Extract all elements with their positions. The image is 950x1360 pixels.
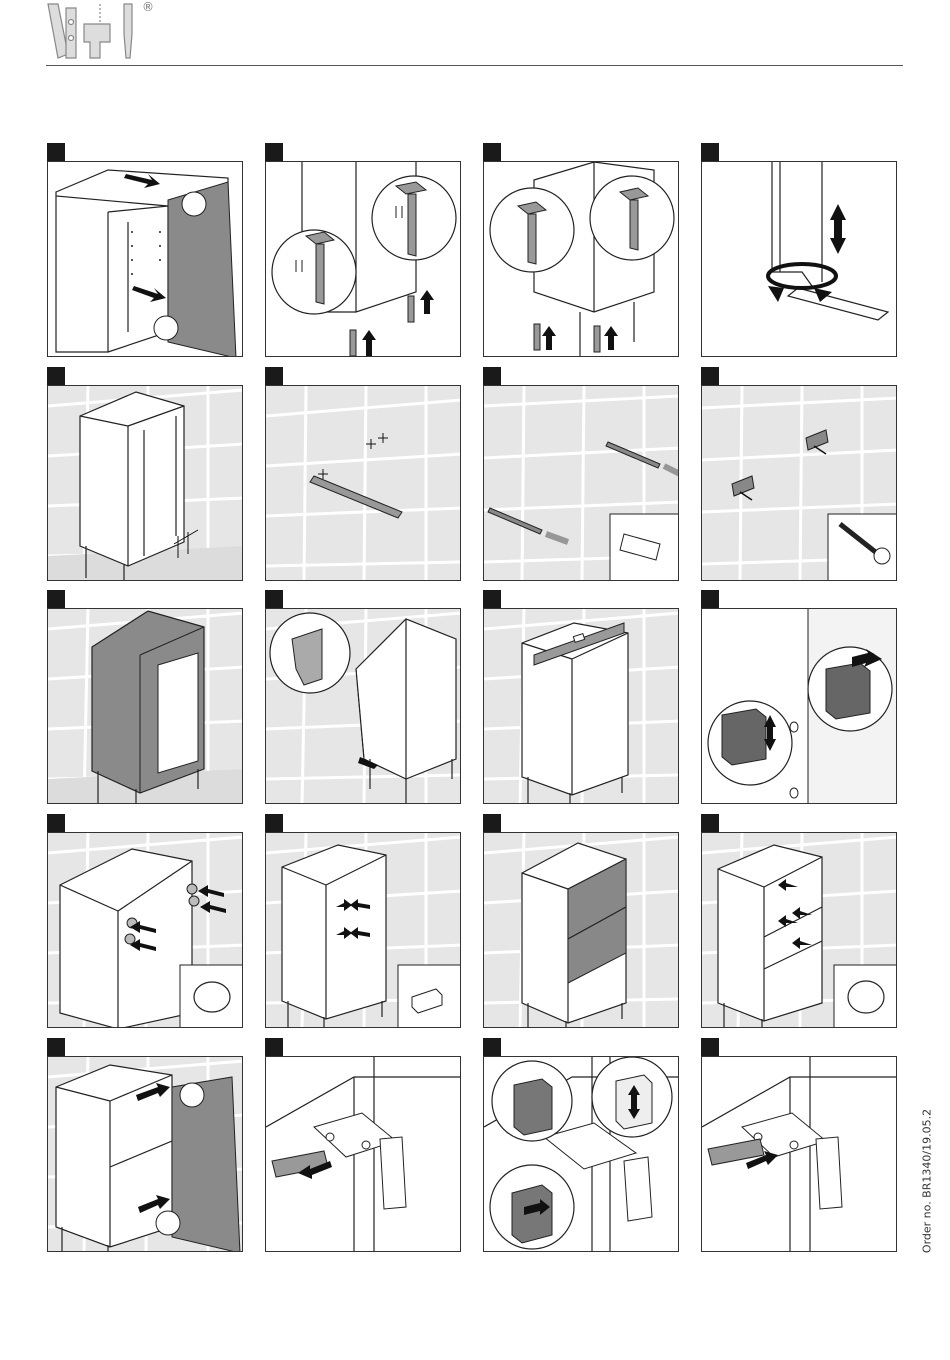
step-number-tab [47, 143, 65, 161]
spirit-level-icon [66, 8, 76, 58]
step-number-tab [483, 590, 501, 608]
registered-mark: ® [142, 0, 154, 14]
double-arrow-icon [830, 204, 846, 254]
step-adjust-hinge [483, 1056, 679, 1252]
arrow-icon [604, 326, 618, 350]
step-number-tab [701, 143, 719, 161]
step-number-tab [265, 590, 283, 608]
step-fit-shelf-bumpers [701, 832, 897, 1028]
adjuster-block-icon [514, 1079, 552, 1135]
step-remove-hinge-cover [265, 1056, 461, 1252]
step-level-cabinet [483, 608, 679, 804]
step-mark-drill-holes [265, 385, 461, 581]
screwdriver-icon [124, 4, 132, 58]
step-number-tab [701, 590, 719, 608]
step-adjust-leg-height [701, 161, 897, 357]
drill-icon [84, 24, 110, 58]
bumper-icon [848, 981, 884, 1013]
step-number-tab [47, 367, 65, 385]
step-adjust-hanger [701, 608, 897, 804]
ruler-icon [48, 4, 68, 58]
step-attach-door [47, 1056, 243, 1252]
order-number: Order no. BR1340/19.05.2 [920, 1106, 934, 1256]
step-secure-cabinet [265, 608, 461, 804]
arrow-icon [362, 330, 376, 356]
order-number-text: Order no. BR1340/19.05.2 [921, 1109, 934, 1253]
damper-icon [194, 982, 230, 1012]
zoom-circle-icon [180, 1083, 204, 1107]
step-number-tab [483, 1038, 501, 1056]
adjuster-block-icon [512, 1185, 552, 1243]
step-number-tab [483, 143, 501, 161]
step-number-tab [701, 1038, 719, 1056]
step-fix-brackets [701, 385, 897, 581]
step-insert-shelf-supports [265, 832, 461, 1028]
header-rule [46, 65, 903, 66]
step-number-tab [701, 367, 719, 385]
step-remove-door [47, 161, 243, 357]
step-insert-shelves [483, 832, 679, 1028]
step-number-tab [483, 814, 501, 832]
step-number-tab [265, 143, 283, 161]
step-position-cabinet [47, 385, 243, 581]
arrow-icon [542, 326, 556, 350]
step-number-tab [701, 814, 719, 832]
step-number-tab [483, 367, 501, 385]
step-attach-legs-front [265, 161, 461, 357]
zoom-circle-icon [182, 192, 206, 216]
arrow-icon [132, 286, 166, 302]
step-number-tab [265, 367, 283, 385]
step-drill-and-plug [483, 385, 679, 581]
step-number-tab [265, 814, 283, 832]
step-number-tab [47, 590, 65, 608]
step-attach-legs-back [483, 161, 679, 357]
step-insert-door-dampers [47, 832, 243, 1028]
adjuster-block-icon [826, 663, 870, 719]
zoom-circle-icon [156, 1211, 180, 1235]
step-number-tab [47, 814, 65, 832]
step-hang-cabinet [47, 608, 243, 804]
tools-logo: ® [46, 0, 156, 62]
step-number-tab [47, 1038, 65, 1056]
zoom-circle-icon [154, 316, 178, 340]
adjuster-block-icon [722, 709, 766, 765]
arrow-icon [420, 290, 434, 314]
rotate-arrow-icon [768, 264, 836, 288]
step-refit-hinge-cover [701, 1056, 897, 1252]
step-number-tab [265, 1038, 283, 1056]
